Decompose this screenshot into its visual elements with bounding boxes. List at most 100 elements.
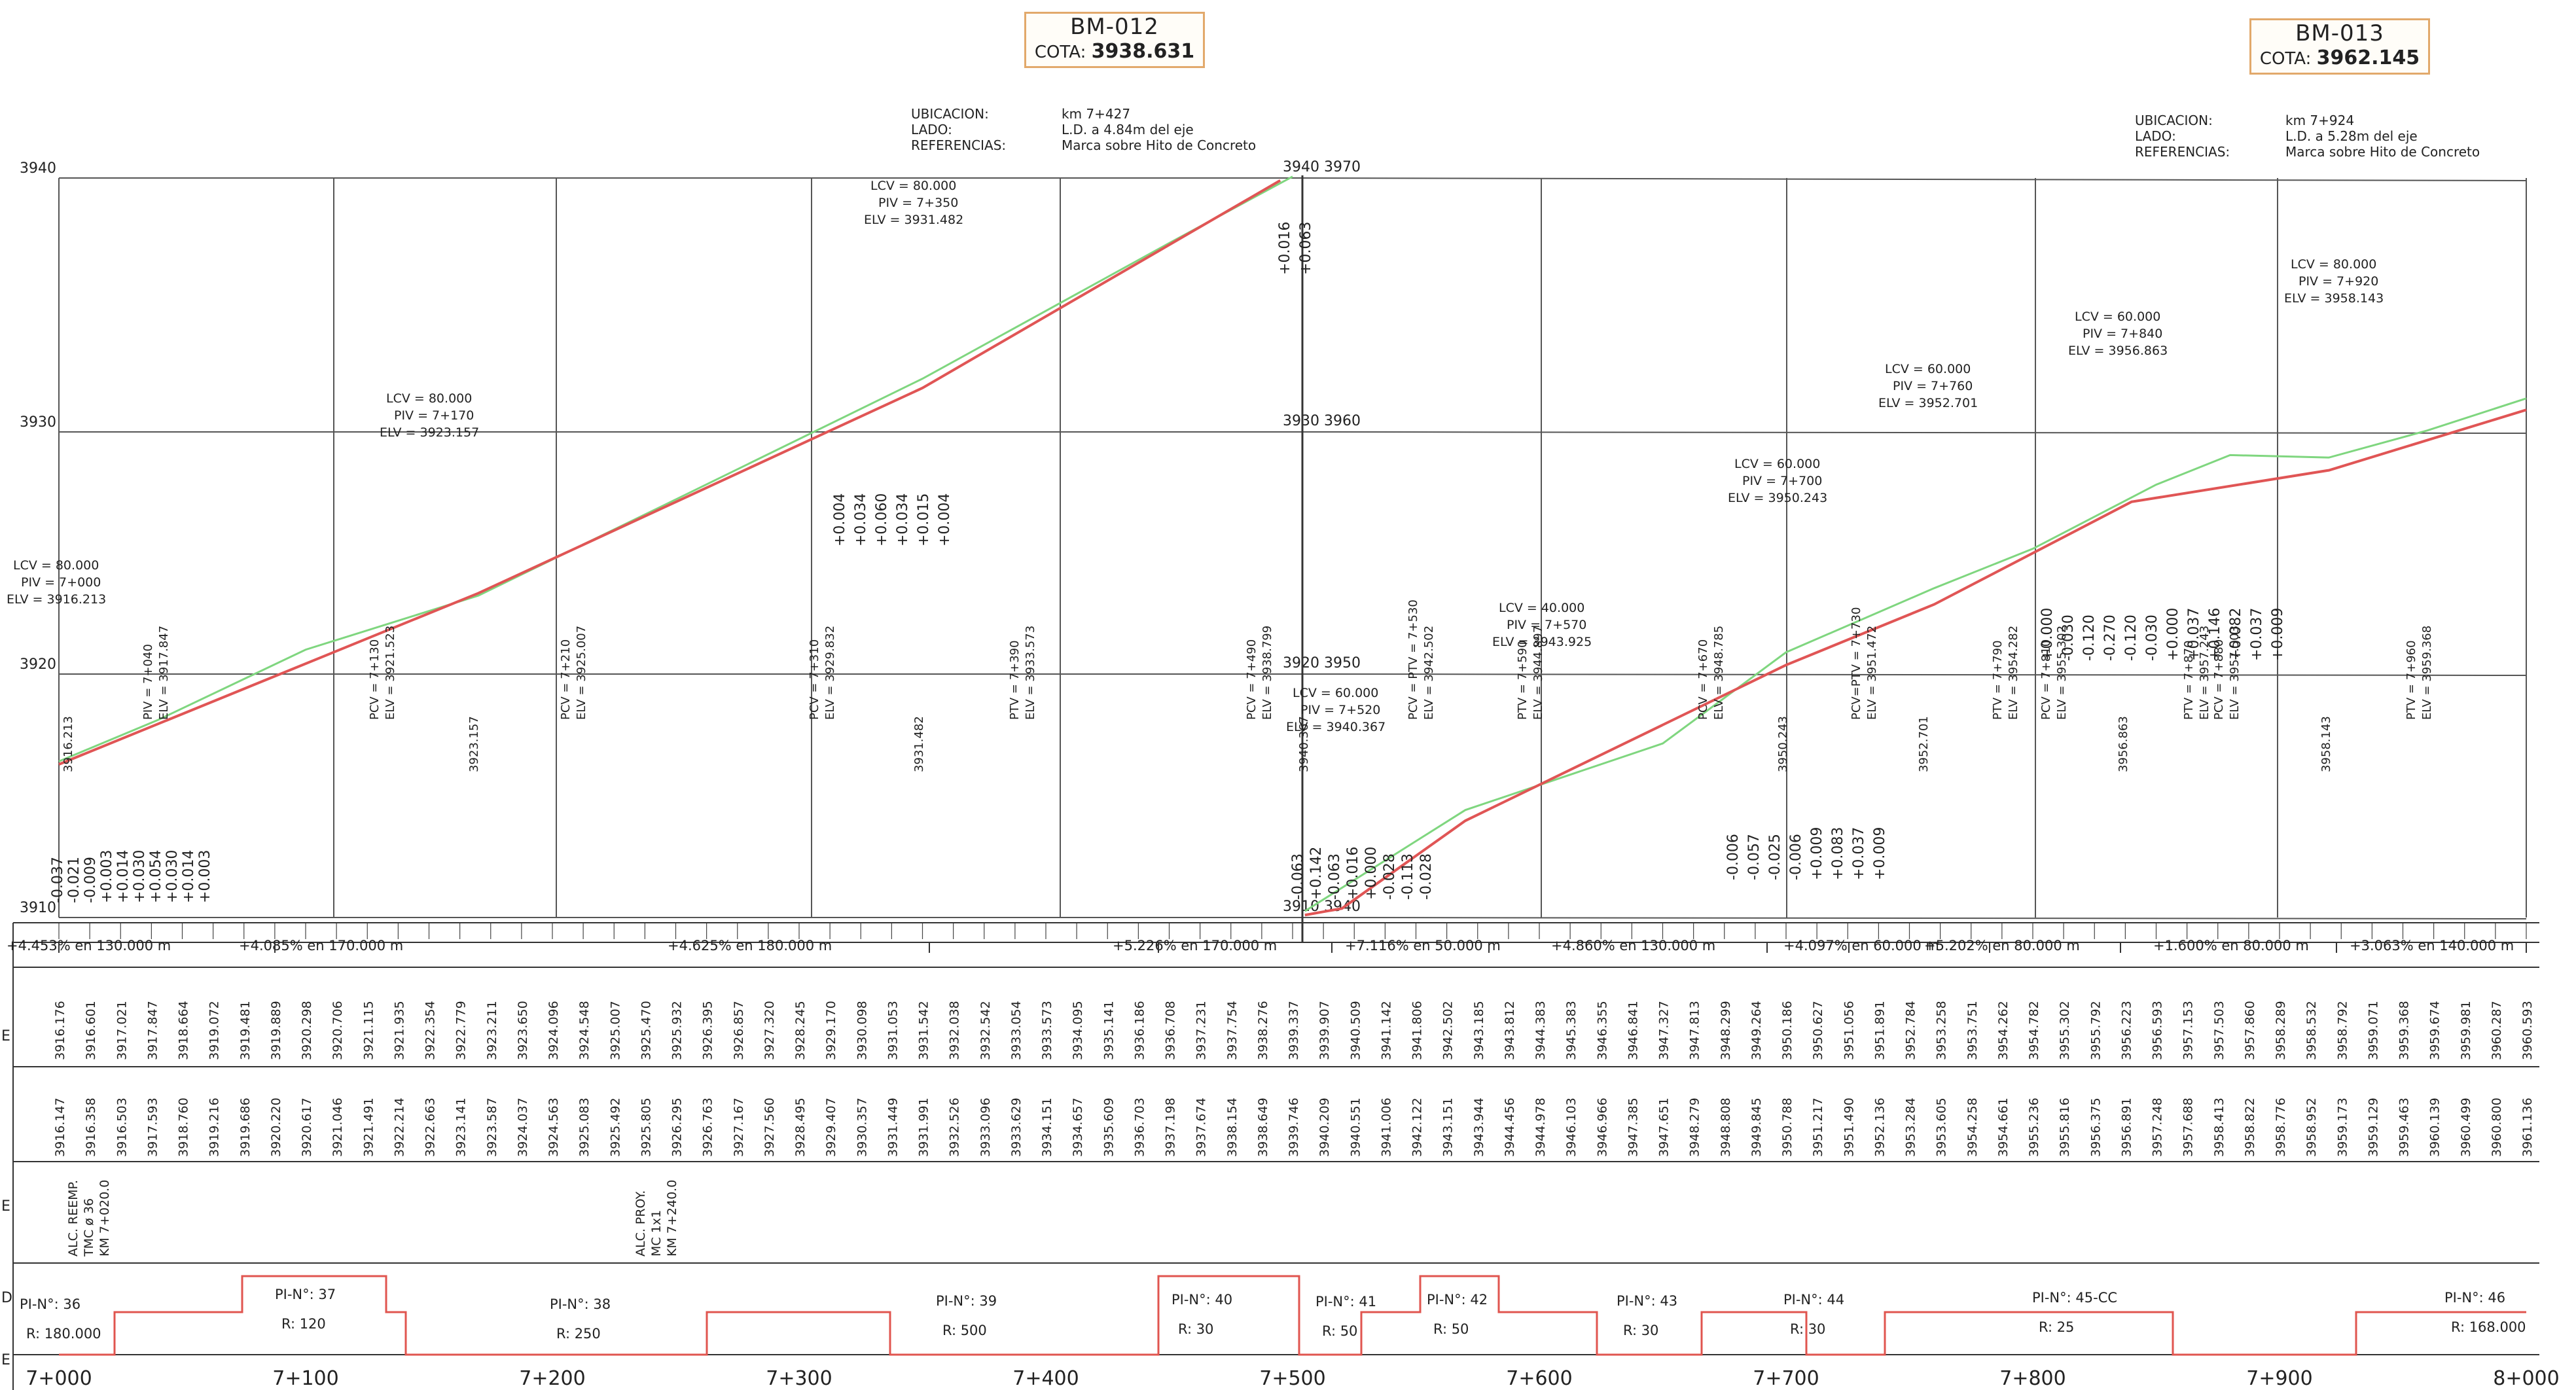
pi-number: PI-N°: 37 — [275, 1287, 336, 1302]
vertical-tag: PTV = 7+390 — [1008, 640, 1022, 720]
info-key: UBICACION: — [911, 106, 989, 122]
offset-value: +0.014 — [115, 850, 132, 903]
terrain-elevation: 3953.258 — [1935, 1001, 1949, 1060]
pi-radius: R: 30 — [1178, 1321, 1213, 1337]
offset-values: -0.037-0.021-0.009+0.003+0.014+0.030+0.0… — [50, 222, 2286, 903]
vertical-tag: ELV = 3944.897 — [1531, 626, 1545, 720]
terrain-elevation: 3933.054 — [1009, 1001, 1024, 1060]
vertical-tag: ELV = 3942.502 — [1422, 626, 1436, 720]
offset-value: +0.030 — [164, 850, 181, 903]
grade-elevation: 3919.686 — [238, 1097, 253, 1157]
curve-elv: ELV = 3940.367 — [1286, 720, 1386, 734]
terrain-elevation: 3917.847 — [145, 1001, 160, 1060]
info-key: LADO: — [2135, 128, 2176, 144]
terrain-elevation: 3941.142 — [1379, 1001, 1393, 1060]
grade-elevation: 3916.358 — [84, 1097, 98, 1157]
vertical-tag: PCV = 7+670 — [1696, 639, 1710, 720]
structure-note: ALC. PROY. — [634, 1190, 648, 1256]
grade-elevation: 3934.657 — [1071, 1097, 1085, 1157]
terrain-elevation: 3940.509 — [1348, 1001, 1363, 1060]
grade-elevation: 3916.147 — [53, 1097, 67, 1157]
rasante-value: 3950.243 — [1776, 716, 1790, 772]
terrain-elevation: 3937.231 — [1194, 1001, 1209, 1060]
structure-note: MC 1x1 — [649, 1210, 664, 1256]
info-value: km 7+427 — [1062, 106, 1131, 122]
curve-lcv: LCV = 60.000 — [1293, 686, 1378, 700]
grade-elevation: 3961.136 — [2520, 1097, 2535, 1157]
grade-elevation: 3918.760 — [177, 1097, 191, 1157]
elevation-label-mid: 3920 3950 — [1283, 655, 1361, 671]
grade-elevation: 3960.499 — [2459, 1097, 2473, 1157]
grade-elevation: 3931.449 — [885, 1097, 900, 1157]
elevation-label: 3930 — [20, 414, 56, 431]
grade-elevation: 3930.357 — [855, 1097, 869, 1157]
grade-elevation: 3951.490 — [1842, 1097, 1856, 1157]
curve-lcv: LCV = 40.000 — [1499, 601, 1584, 615]
terrain-elevation: 3942.502 — [1441, 1001, 1456, 1060]
terrain-elevation: 3957.153 — [2181, 1001, 2196, 1060]
vertical-tag: ELV = 3938.799 — [1261, 626, 1274, 720]
offset-value: +0.034 — [895, 493, 911, 546]
info-key: UBICACION: — [2135, 113, 2213, 128]
info-key: LADO: — [911, 122, 952, 137]
curve-elv: ELV = 3923.157 — [380, 425, 479, 440]
terrain-elevation: 3947.327 — [1657, 1001, 1672, 1060]
terrain-elevation: 3954.262 — [1996, 1001, 2011, 1060]
grade-elevation: 3958.822 — [2243, 1097, 2257, 1157]
offset-value: +0.000 — [2039, 608, 2056, 661]
grade-elevation: 3947.651 — [1657, 1097, 1672, 1157]
cota-label: COTA: — [2259, 49, 2312, 69]
offset-value: +0.009 — [1809, 827, 1825, 880]
offset-value: +0.004 — [832, 493, 848, 546]
grade-elevation: 3957.688 — [2181, 1097, 2196, 1157]
vertical-tag: ELV = 3957.503 — [2228, 626, 2242, 720]
grade-elevation: 3950.788 — [1780, 1097, 1795, 1157]
offset-value: +0.142 — [1308, 847, 1325, 900]
vertical-tag: ELV = 3917.847 — [157, 626, 171, 720]
terrain-elevation: 3938.276 — [1256, 1001, 1270, 1060]
rasante-value: 3923.157 — [467, 716, 481, 772]
grid-line — [1302, 917, 2527, 919]
terrain-elevation: 3922.779 — [454, 1001, 469, 1060]
station-label: 7+500 — [1259, 1367, 1325, 1390]
terrain-elevation: 3943.812 — [1503, 1001, 1517, 1060]
curve-elv: ELV = 3956.863 — [2068, 344, 2168, 358]
pi-number: PI-N°: 38 — [550, 1296, 611, 1312]
offset-value: +0.054 — [148, 850, 164, 903]
structure-note: ALC. REEMP. — [66, 1180, 80, 1256]
grade-elevation: 3940.551 — [1348, 1097, 1363, 1157]
offset-value: -0.006 — [1725, 834, 1742, 880]
benchmark-name: BM-012 — [1070, 14, 1159, 40]
rasante-value: 3940.367 — [1297, 716, 1311, 772]
grade-elevation: 3920.220 — [269, 1097, 283, 1157]
grade-elevation: 3960.139 — [2428, 1097, 2442, 1157]
terrain-elevation: 3956.223 — [2119, 1001, 2134, 1060]
offset-value: -0.120 — [2081, 615, 2098, 661]
terrain-elevation: 3945.383 — [1564, 1001, 1579, 1060]
terrain-elevation: 3926.395 — [701, 1001, 715, 1060]
curve-lcv: LCV = 60.000 — [1885, 362, 1971, 376]
offset-value: -0.025 — [1767, 834, 1783, 880]
vertical-tag: ELV = 3929.832 — [823, 626, 837, 720]
offset-value: +0.009 — [1872, 827, 1888, 880]
offset-value: +0.082 — [2228, 608, 2244, 661]
curve-lcv: LCV = 80.000 — [386, 391, 472, 406]
terrain-elevation: 3918.664 — [177, 1001, 191, 1060]
grid-line — [1302, 177, 2527, 181]
grade-elevation: 3921.046 — [331, 1097, 345, 1157]
offset-value: +0.037 — [1851, 827, 1867, 880]
pi-radius: R: 168.000 — [2451, 1319, 2526, 1335]
grade-elevation: 3919.216 — [207, 1097, 222, 1157]
terrain-elevation: 3943.185 — [1472, 1001, 1486, 1060]
terrain-elevation: 3921.935 — [392, 1001, 406, 1060]
grade-segment-label: +4.453% en 130.000 m — [7, 938, 171, 953]
grade-elevation: 3946.103 — [1564, 1097, 1579, 1157]
terrain-elevation: 3957.860 — [2243, 1001, 2257, 1060]
pi-radius: R: 250 — [556, 1326, 601, 1342]
offset-value: +0.063 — [1298, 222, 1314, 275]
offset-value: -0.006 — [1788, 834, 1804, 880]
grade-elevation: 3931.991 — [917, 1097, 931, 1157]
